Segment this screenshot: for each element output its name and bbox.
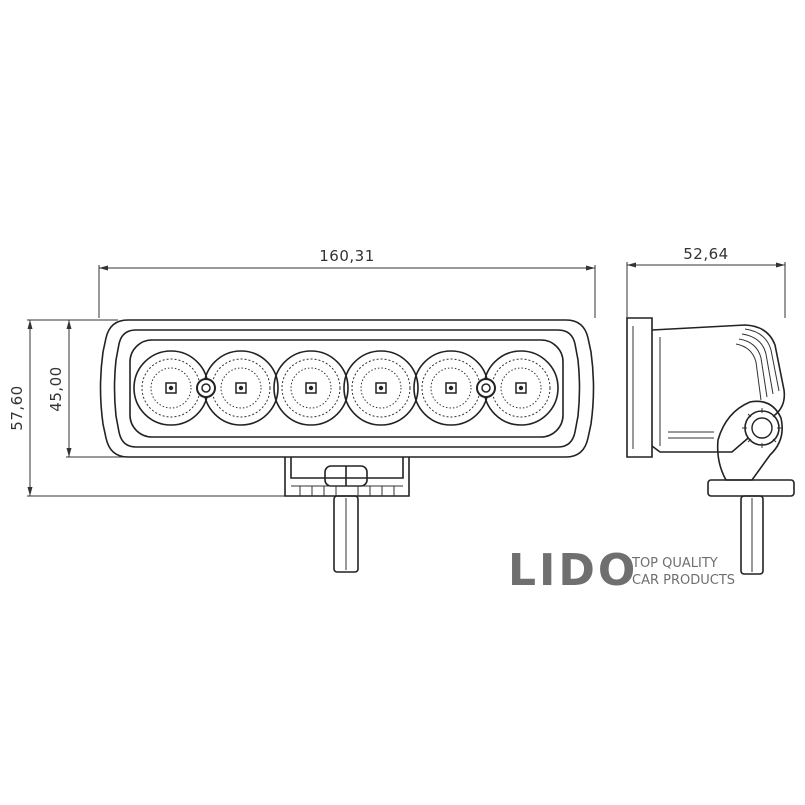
housing-height-dimension: 45,00 <box>47 320 130 458</box>
total-height-dimension: 57,60 <box>8 319 285 497</box>
total-height-label: 57,60 <box>8 385 26 430</box>
front-view <box>99 319 595 573</box>
led-reflector-3 <box>273 350 349 426</box>
brand-name: LIDO <box>508 545 638 596</box>
brand-logo: LIDO TOP QUALITY CAR PRODUCTS <box>508 545 735 596</box>
brand-tagline-line2: CAR PRODUCTS <box>632 573 735 588</box>
front-screw-right <box>476 378 496 398</box>
depth-dimension: 52,64 <box>626 245 786 318</box>
width-dimension: 160,31 <box>98 247 596 318</box>
depth-dimension-label: 52,64 <box>683 245 728 263</box>
front-bracket <box>284 457 410 497</box>
brand-tagline-line1: TOP QUALITY <box>631 556 718 571</box>
housing-height-label: 45,00 <box>47 366 65 411</box>
led-reflector-4 <box>343 350 419 426</box>
side-view <box>626 317 795 575</box>
width-dimension-label: 160,31 <box>319 247 375 265</box>
front-screw-left <box>196 378 216 398</box>
side-adjust-knob <box>742 408 782 448</box>
front-mount-bolt <box>333 495 359 573</box>
